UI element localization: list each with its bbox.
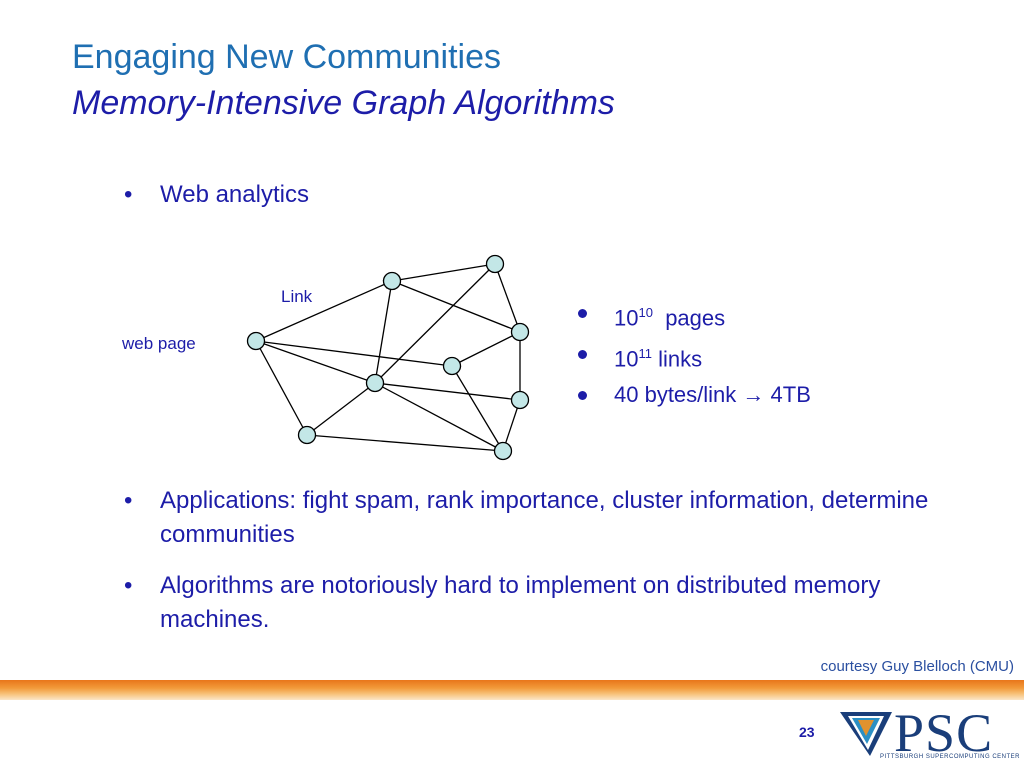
edge-I-F: [374, 382, 504, 452]
edge-D-E: [451, 331, 521, 367]
graph-node: [382, 271, 402, 291]
stat-pages: 1010 pages: [578, 296, 811, 337]
graph-node: [442, 356, 462, 376]
graph-node: [365, 373, 385, 393]
edge-G-I: [306, 434, 504, 455]
stat-bullet: [578, 391, 587, 400]
bullet-algorithms: • Algorithms are notoriously hard to imp…: [124, 569, 980, 637]
link-label: Link: [281, 287, 313, 306]
bullet-marker: •: [124, 572, 133, 599]
slide-title: Engaging New Communities: [72, 38, 501, 76]
credit-text: courtesy Guy Blelloch (CMU): [820, 658, 1014, 675]
bullet-applications: • Applications: fight spam, rank importa…: [124, 484, 980, 552]
edge-C-D: [494, 263, 522, 333]
stats-list: 1010 pages 1011 links 40 bytes/link → 4T…: [578, 296, 811, 419]
stat-bullet: [578, 309, 587, 318]
bullet-text: Algorithms are notoriously hard to imple…: [160, 572, 881, 633]
bullet-web-analytics: • Web analytics: [124, 178, 309, 212]
edge-E-I: [451, 365, 504, 452]
edge-A-G: [255, 340, 308, 436]
slide-subtitle: Memory-Intensive Graph Algorithms: [72, 84, 615, 122]
bullet-text: Web analytics: [160, 181, 309, 208]
edge-F-G: [306, 382, 376, 436]
stat-links: 1011 links: [578, 337, 811, 378]
edge-E-A: [255, 337, 453, 367]
bullet-text: Applications: fight spam, rank importanc…: [160, 487, 929, 548]
edge-B-D: [391, 280, 521, 334]
bullet-marker: •: [124, 487, 133, 514]
graph-node: [297, 425, 317, 445]
psc-logo: PSC PITTSBURGH SUPERCOMPUTING CENTER: [840, 703, 1020, 764]
graph-node: [246, 331, 266, 351]
psc-logo-subtext: PITTSBURGH SUPERCOMPUTING CENTER: [880, 754, 1021, 760]
graph-node: [493, 441, 513, 461]
edge-A-B: [255, 280, 393, 342]
footer-band: [0, 680, 1024, 700]
page-number: 23: [799, 724, 815, 740]
psc-logo-text: PSC: [894, 703, 994, 763]
psc-logo-icon: [840, 712, 892, 756]
graph-node: [485, 254, 505, 274]
edge-H-F: [374, 379, 521, 401]
bullet-marker: •: [124, 181, 133, 208]
edge-A-F: [255, 340, 376, 385]
stat-bullet: [578, 350, 587, 359]
stat-bytes: 40 bytes/link → 4TB: [578, 378, 811, 419]
edge-B-F: [371, 280, 396, 384]
web-page-label: web page: [122, 334, 196, 353]
edge-F-C: [374, 263, 496, 384]
graph-node: [510, 390, 530, 410]
edge-B-C: [391, 260, 496, 285]
graph-node: [510, 322, 530, 342]
